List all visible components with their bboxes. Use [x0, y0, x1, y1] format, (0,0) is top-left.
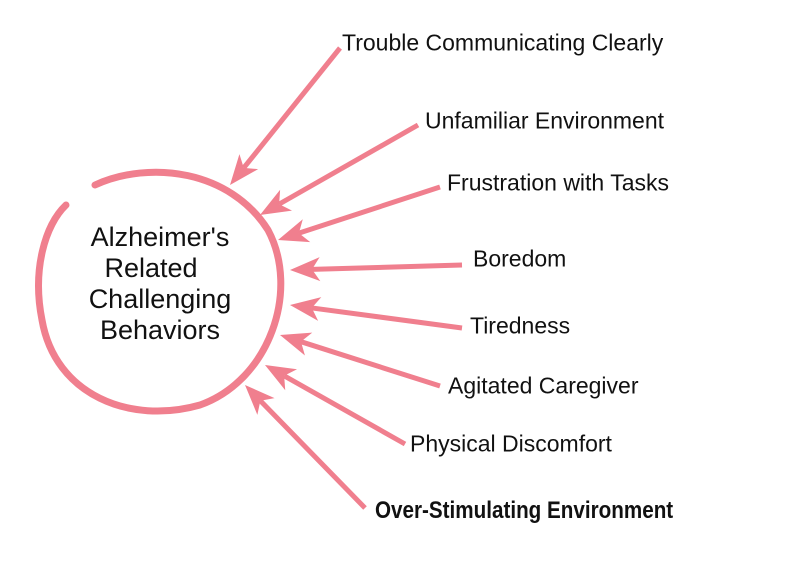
arrow-shaft [282, 373, 407, 447]
cause-label-boredom: Boredom [473, 245, 567, 272]
center-circle [35, 168, 285, 415]
arrow-head-icon [290, 297, 322, 321]
arrow-head-icon [260, 189, 293, 215]
arrow-shaft [277, 122, 420, 207]
cause-label-unfamiliar-environment: Unfamiliar Environment [425, 107, 665, 134]
arrow-shaft [300, 339, 441, 389]
center-title: Alzheimer's Related Challenging Behavior… [60, 222, 260, 346]
cause-label-agitated-caregiver: Agitated Caregiver [448, 372, 639, 399]
cause-label-tiredness: Tiredness [470, 312, 571, 339]
arrow-head-icon [280, 332, 313, 356]
center-line: Related [104, 253, 198, 283]
arrow-head-icon [245, 385, 275, 415]
arrow-head-icon [278, 219, 311, 243]
center-line: Behaviors [99, 315, 221, 345]
cause-label-over-stimulating: Over-Stimulating Environment [375, 497, 674, 524]
arrow-shaft [298, 184, 441, 236]
cause-label-trouble-communicating: Trouble Communicating Clearly [342, 29, 664, 56]
arrow-shaft [311, 262, 463, 272]
center-line: Challenging [88, 284, 232, 314]
arrow-shaft [241, 46, 342, 170]
arrow-head-icon [230, 154, 259, 185]
center-line: Alzheimer's [90, 222, 230, 252]
arrow-shaft [311, 305, 463, 331]
arrow-head-icon [265, 365, 298, 391]
cause-label-frustration: Frustration with Tasks [447, 169, 669, 196]
arrow-head-icon [290, 257, 321, 282]
arrow-shaft [258, 399, 367, 510]
cause-label-physical-discomfort: Physical Discomfort [410, 430, 612, 457]
